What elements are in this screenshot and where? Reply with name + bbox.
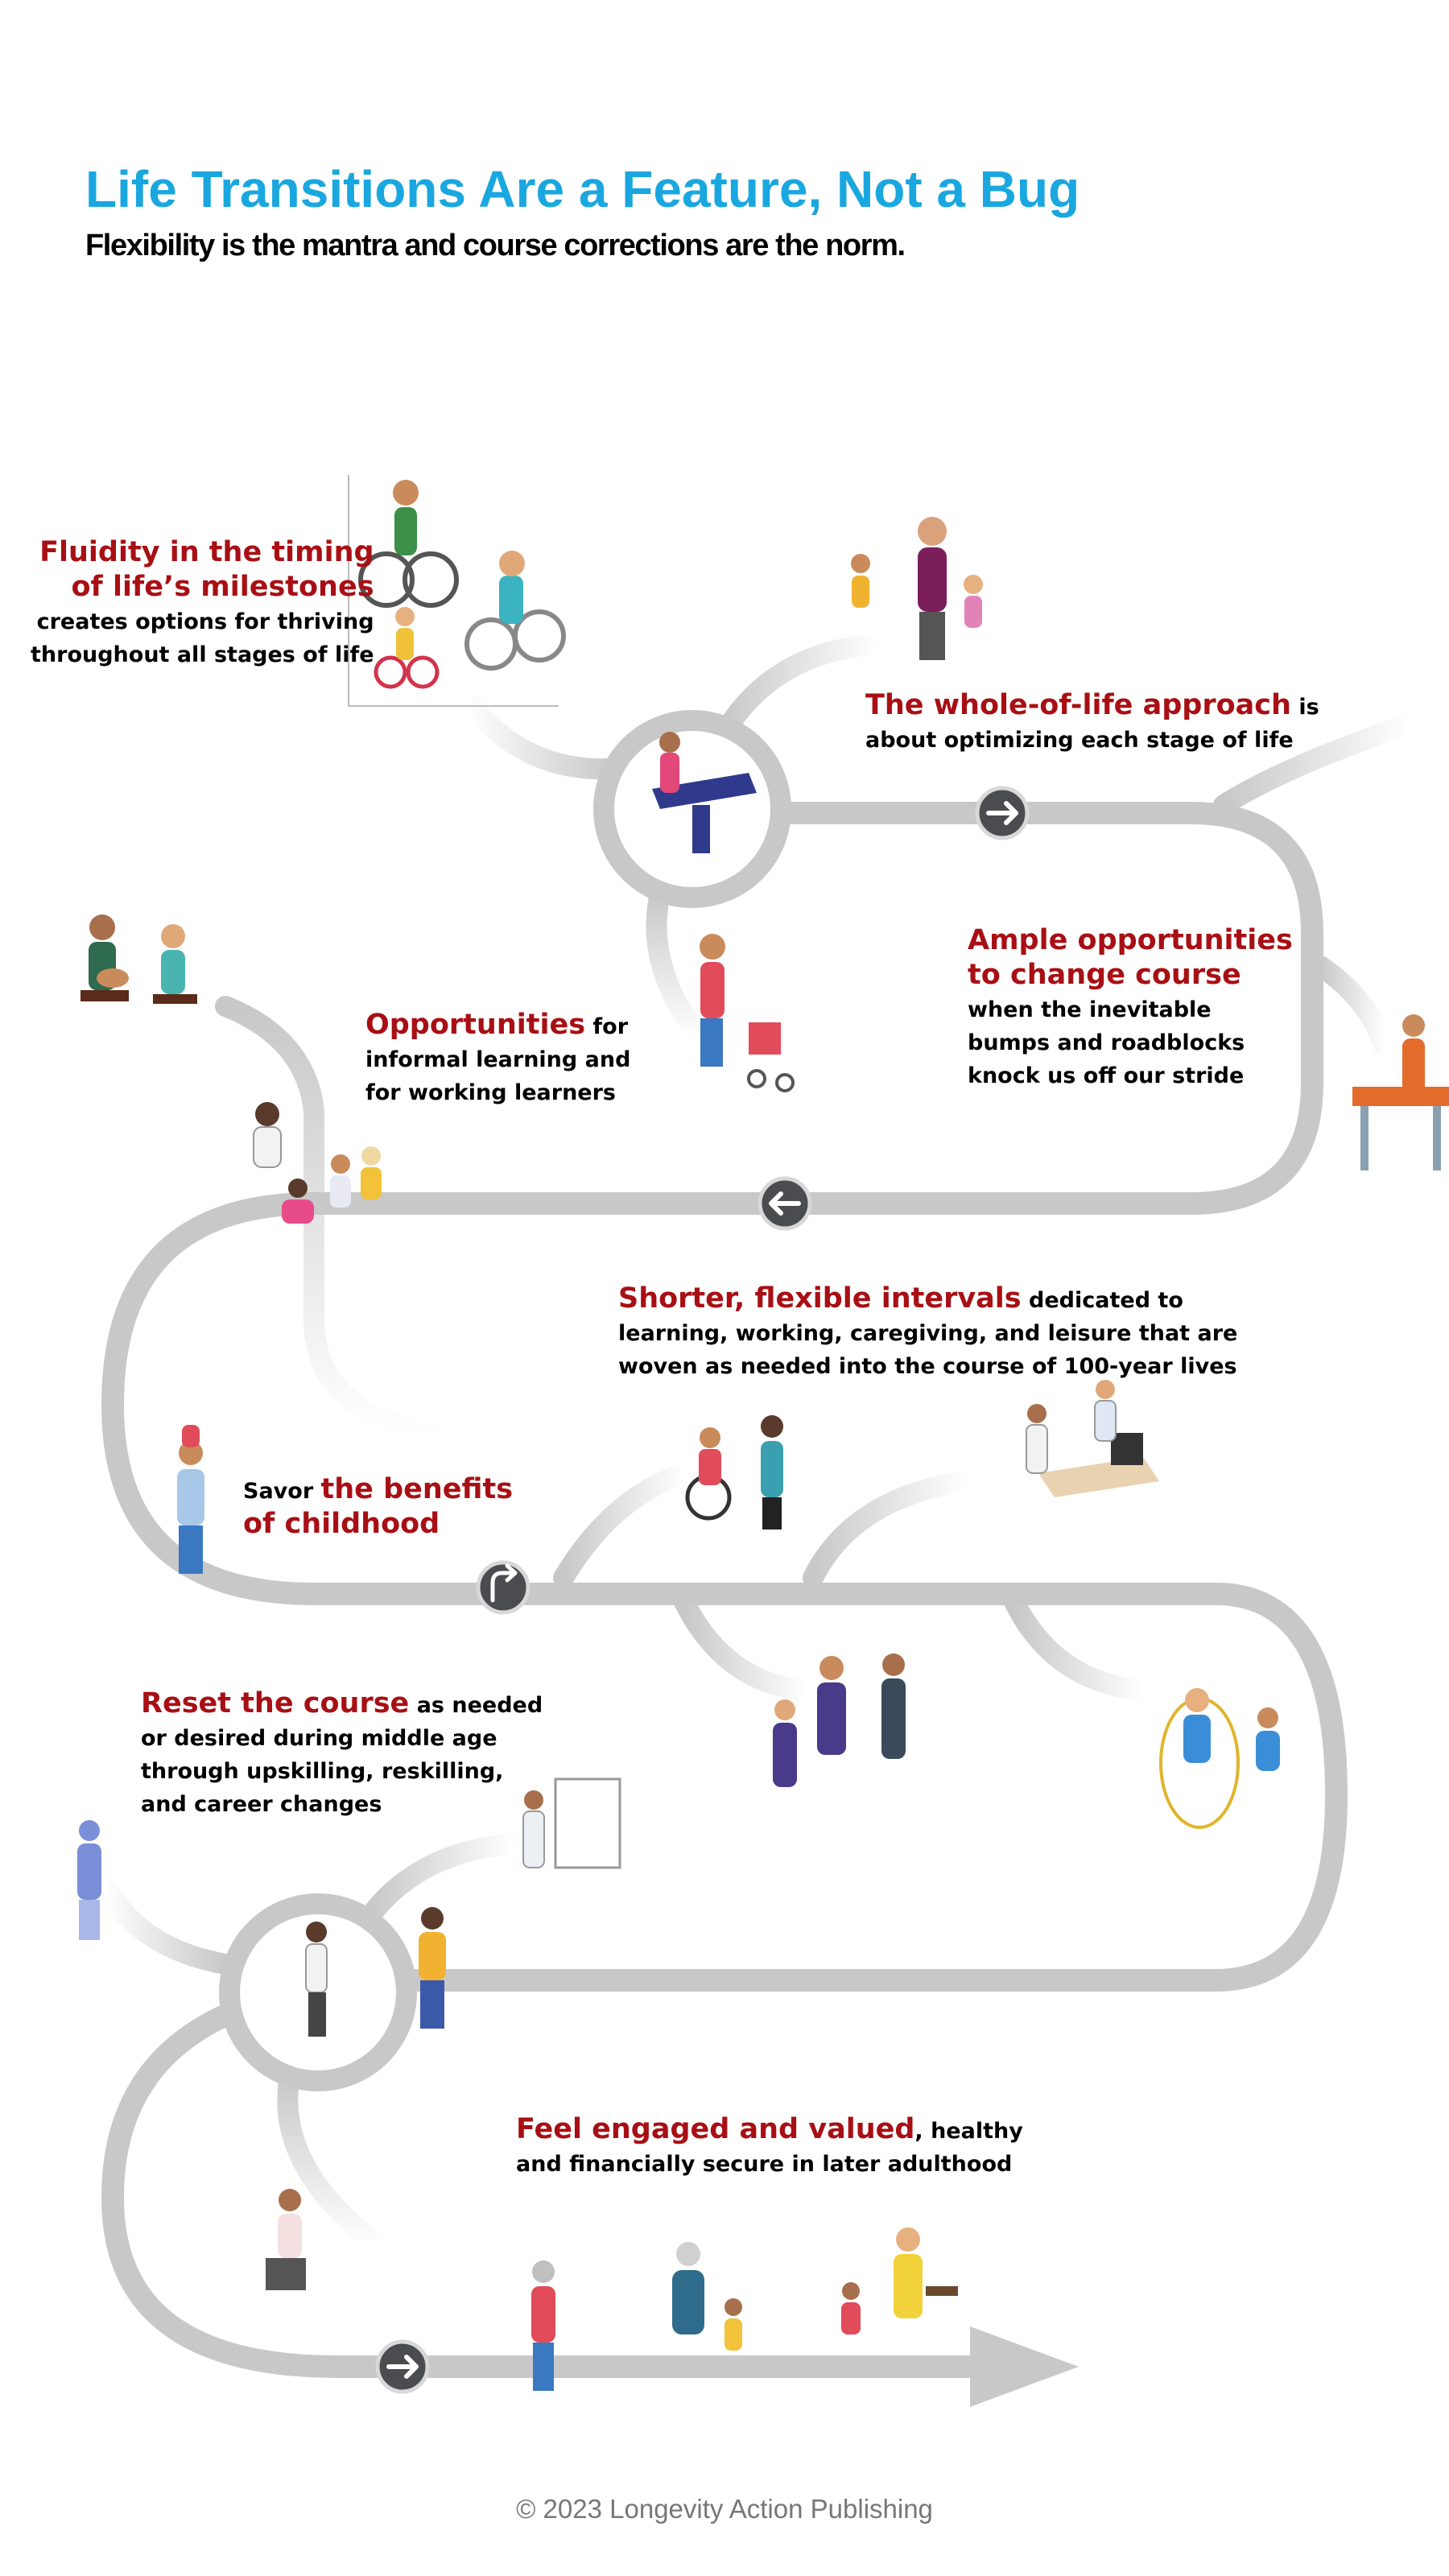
guitar-players-figure (80, 914, 197, 1004)
caption-savor-text-1: Savor (243, 1479, 321, 1504)
caption-ample-text-1: when the inevitable (968, 997, 1212, 1022)
caption-ample: Ample opportunities to change course whe… (968, 924, 1293, 1092)
caption-reset-text-1: as needed (409, 1693, 543, 1718)
caption-shorter-text-2: learning, working, caregiving, and leisu… (618, 1321, 1238, 1346)
cyclists-photo-frame (348, 475, 559, 707)
caption-reset-text-2: or desired during middle age (141, 1726, 497, 1751)
side-branches (94, 634, 1419, 2256)
touchscreen-kiosk-figure (652, 732, 757, 853)
copyright-notice: © 2023 Longevity Action Publishing (516, 2494, 933, 2524)
caption-savor-highlight-2: of childhood (243, 1508, 440, 1540)
path-end-arrowhead (970, 2326, 1079, 2407)
grandparent-with-children-figure (851, 517, 983, 660)
caption-opportunities-text-2: informal learning and (365, 1047, 631, 1072)
caption-fluidity-text-2: throughout all stages of life (31, 642, 374, 667)
jump-rope-figure (1159, 1688, 1280, 1829)
caption-opportunities: Opportunities for informal learning and … (365, 1009, 630, 1109)
caption-ample-highlight: Ample opportunities (968, 924, 1293, 956)
caption-reset-text-3: through upskilling, reskilling, (141, 1759, 504, 1784)
caption-whole-of-life-text-2: about optimizing each stage of life (865, 728, 1294, 753)
caption-engaged-highlight: Feel engaged and valued (516, 2113, 915, 2145)
page-subtitle: Flexibility is the mantra and course cor… (85, 229, 906, 262)
whiteboard-teacher-figure (522, 1777, 621, 1869)
caption-fluidity: Fluidity in the timing of life’s milesto… (31, 536, 374, 671)
main-road (101, 802, 1348, 2378)
arrow-right-icon (375, 2339, 430, 2394)
runner-figure (266, 2189, 306, 2290)
caption-reset: Reset the course as needed or desired du… (141, 1687, 543, 1821)
caption-opportunities-text-3: for working learners (365, 1080, 617, 1105)
caption-engaged: Feel engaged and valued, healthy and fin… (516, 2113, 1023, 2181)
caption-savor: Savor the benefits of childhood (243, 1473, 513, 1542)
caption-opportunities-highlight: Opportunities (365, 1009, 586, 1041)
caption-ample-highlight-2: to change course (968, 959, 1241, 991)
caption-shorter-highlight: Shorter, flexible intervals (618, 1282, 1022, 1315)
caption-shorter-text-3: woven as needed into the course of 100-y… (618, 1354, 1237, 1379)
caption-shorter-text-1: dedicated to (1021, 1288, 1183, 1313)
dancers-figure (305, 1907, 446, 2037)
wheelchair-caregiver-figure (685, 1415, 783, 1530)
caption-fluidity-text-1: creates options for thriving (36, 609, 374, 634)
arrow-left-icon (758, 1176, 812, 1231)
office-team-figure (1026, 1380, 1159, 1497)
graduation-figure (773, 1653, 906, 1787)
arrow-right-icon (975, 786, 1030, 840)
caption-whole-of-life: The whole-of-life approach is about opti… (865, 689, 1319, 757)
caption-whole-of-life-highlight: The whole-of-life approach (865, 689, 1291, 721)
caption-opportunities-text-1: for (585, 1014, 629, 1039)
caption-shorter: Shorter, flexible intervals dedicated to… (618, 1282, 1237, 1383)
caption-savor-highlight: the benefits (320, 1473, 514, 1505)
caption-engaged-text-2: and financially secure in later adulthoo… (516, 2152, 1013, 2177)
cyclists-figure (358, 480, 566, 689)
parent-with-stroller-figure (700, 934, 795, 1092)
caption-ample-text-3: knock us off our stride (968, 1063, 1245, 1088)
caption-engaged-text-1: , healthy (914, 2119, 1023, 2144)
caption-ample-text-2: bumps and roadblocks (968, 1030, 1245, 1055)
parent-carrying-child-figure (177, 1425, 204, 1574)
roadblock-worker-figure (1352, 1014, 1449, 1170)
caption-reset-highlight: Reset the course (141, 1687, 410, 1719)
people-illustrations (77, 480, 1449, 2391)
u-turn-icon (476, 1560, 530, 1615)
caption-fluidity-highlight: Fluidity in the timing (39, 536, 374, 568)
nurse-figure (77, 1820, 101, 1940)
page-title: Life Transitions Are a Feature, Not a Bu… (85, 160, 1080, 218)
caption-fluidity-highlight-2: of life’s milestones (71, 571, 374, 603)
older-adults-figure (531, 2227, 958, 2391)
children-group-figure (253, 1102, 382, 1224)
caption-reset-text-4: and career changes (141, 1792, 382, 1817)
caption-whole-of-life-text-1: is (1290, 695, 1319, 720)
